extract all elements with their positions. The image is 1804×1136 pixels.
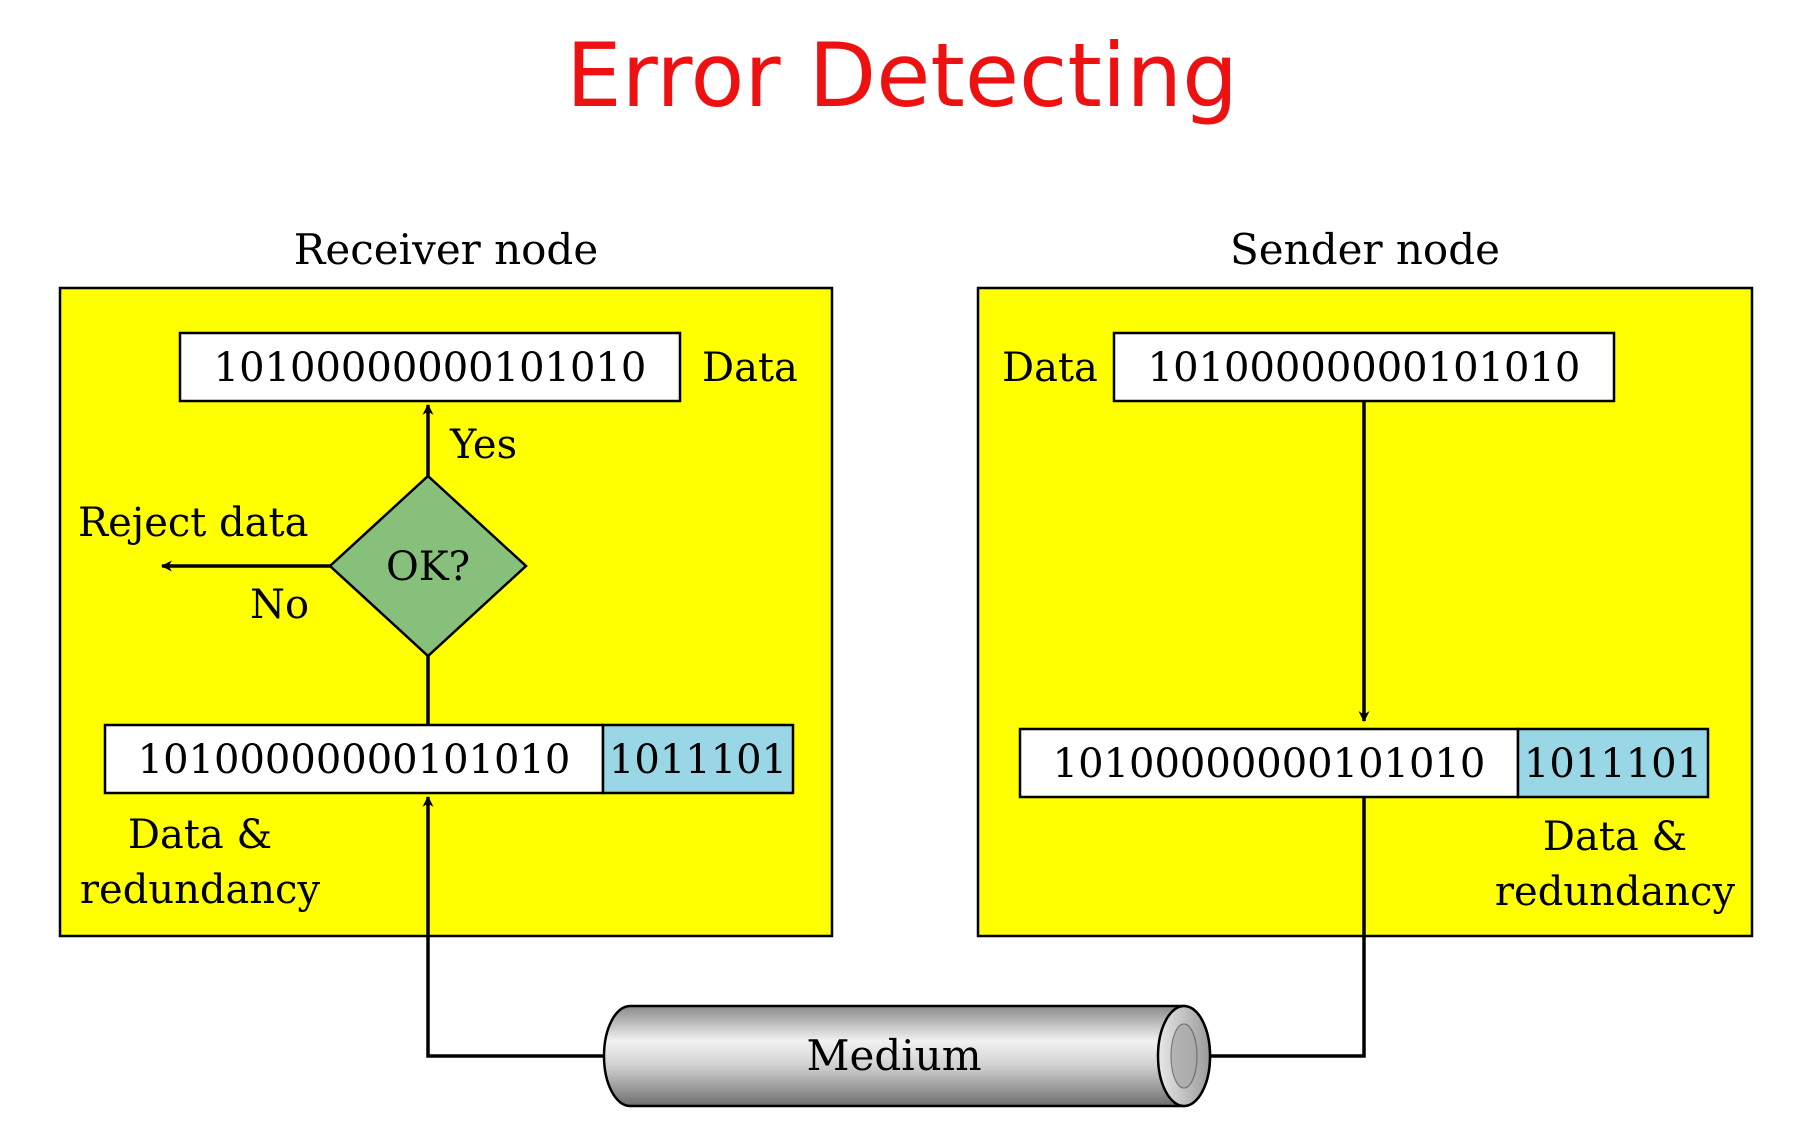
sender-data-bits: 10100000000101010: [1148, 345, 1581, 391]
sender-data-label: Data: [1002, 345, 1098, 391]
yes-label: Yes: [449, 422, 517, 468]
decision-label: OK?: [386, 544, 470, 590]
receiver-data-label: Data: [702, 345, 798, 391]
receiver-codeword-data-box: [103, 723, 605, 795]
sender-redundancy-box: [1516, 727, 1710, 799]
receiver-codeword-data-bits: 10100000000101010: [138, 737, 571, 783]
sender-redundancy-bits: 1011101: [1524, 741, 1702, 787]
receiver-redundancy-bits: 1011101: [609, 737, 787, 783]
receiver-codeword-label-line1: Data &: [128, 812, 272, 858]
receiver-data-box: [178, 331, 682, 403]
sender-codeword-data-bits: 10100000000101010: [1053, 741, 1486, 787]
sender-heading: Sender node: [1230, 225, 1500, 274]
receiver-codeword-label-line2: redundancy: [80, 867, 321, 913]
no-label: No: [250, 582, 309, 628]
sender-codeword-data-box: [1018, 727, 1520, 799]
sender-data-box: [1112, 331, 1616, 403]
medium-label: Medium: [806, 1031, 981, 1080]
receiver-redundancy-box: [601, 723, 795, 795]
transmit-path: [1190, 797, 1366, 1062]
reject-label: Reject data: [78, 500, 308, 546]
receiver-heading: Receiver node: [294, 225, 598, 274]
medium-pipe: [602, 1004, 1212, 1108]
sender-codeword-label-line1: Data &: [1543, 814, 1687, 860]
receiver-data-bits: 10100000000101010: [214, 345, 647, 391]
sender-codeword-label-line2: redundancy: [1495, 869, 1736, 915]
receive-path: [422, 795, 606, 1058]
page-title: Error Detecting: [566, 24, 1238, 127]
